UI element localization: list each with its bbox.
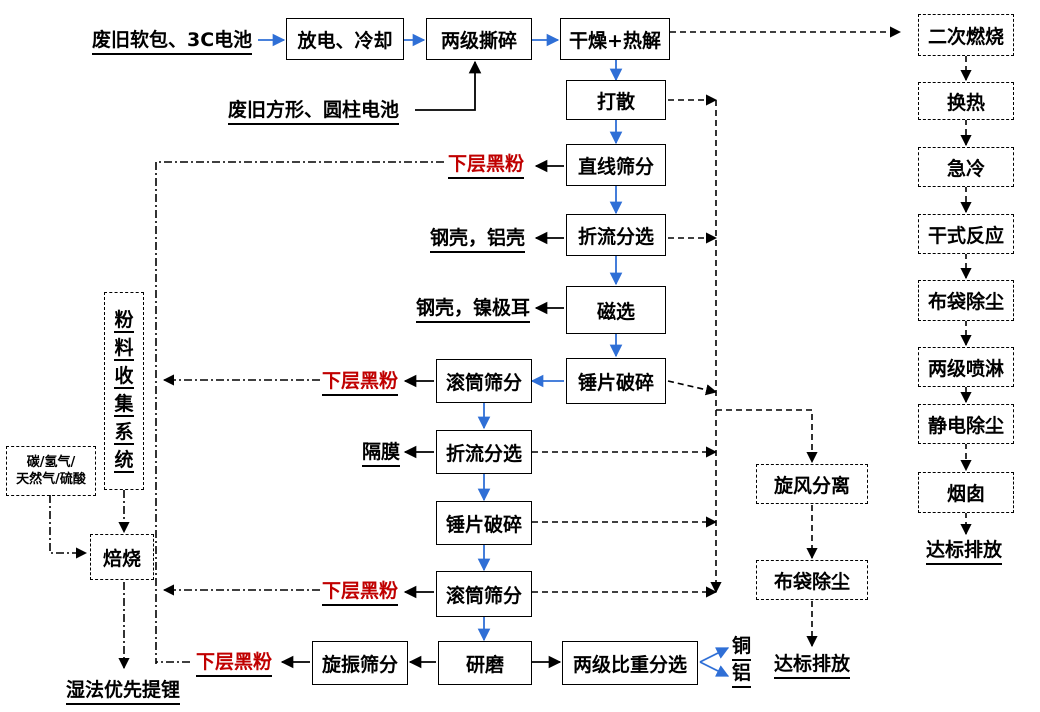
input-prismatic-batteries: 废旧方形、圆柱电池 <box>228 98 400 125</box>
output-shells-tabs: 钢壳，镍极耳 <box>416 296 531 323</box>
step-roasting: 焙烧 <box>90 534 154 580</box>
step-grind: 研磨 <box>438 641 532 685</box>
step-zigzag-2: 折流分选 <box>436 430 532 474</box>
output-separator: 隔膜 <box>362 440 401 467</box>
output-wet-lithium-extraction: 湿法优先提锂 <box>66 678 181 705</box>
input-pouch-batteries: 废旧软包、3C电池 <box>92 28 253 55</box>
gas-electrostatic: 静电除尘 <box>918 404 1014 444</box>
gas-discharge: 达标排放 <box>926 538 1003 565</box>
output-black-powder-2: 下层黑粉 <box>322 369 399 396</box>
gas-two-stage-spray: 两级喷淋 <box>918 347 1014 387</box>
output-aluminum: 铝 <box>732 661 752 688</box>
step-drum-1: 滚筒筛分 <box>436 359 532 403</box>
step-disperse: 打散 <box>566 80 666 120</box>
step-dry-pyrolysis: 干燥+热解 <box>560 18 670 60</box>
output-black-powder-3: 下层黑粉 <box>322 579 399 606</box>
output-black-powder-1: 下层黑粉 <box>448 152 525 179</box>
powder-collection-system: 粉 料 收 集 系 统 <box>104 292 144 490</box>
gas-dry-reaction: 干式反应 <box>918 214 1014 254</box>
output-black-powder-4: 下层黑粉 <box>196 650 273 677</box>
reagents-line-2: 天然气/硫酸 <box>16 472 86 487</box>
step-discharge-cooling: 放电、冷却 <box>286 18 404 60</box>
gas-quench: 急冷 <box>918 147 1014 187</box>
gas-chimney: 烟囱 <box>918 472 1014 513</box>
gas-heat-exchange: 换热 <box>918 82 1014 120</box>
step-magnetic: 磁选 <box>566 286 666 334</box>
step-hammer-2: 锤片破碎 <box>436 501 532 545</box>
dust-discharge: 达标排放 <box>774 652 851 679</box>
step-zigzag-1: 折流分选 <box>566 214 666 256</box>
step-linear-screen: 直线筛分 <box>566 144 666 186</box>
step-vibrating-screen: 旋振筛分 <box>312 641 408 685</box>
reagents-line-1: 碳/氢气/ <box>26 455 76 470</box>
step-two-stage-shred: 两级撕碎 <box>426 18 532 60</box>
gas-secondary-combustion: 二次燃烧 <box>918 14 1014 56</box>
reagents-box: 碳/氢气/ 天然气/硫酸 <box>6 446 96 496</box>
output-copper: 铜 <box>732 634 752 661</box>
output-metals: 铜 铝 <box>732 634 752 688</box>
dust-cyclone: 旋风分离 <box>756 464 868 504</box>
step-hammer-1: 锤片破碎 <box>566 358 666 404</box>
step-drum-2: 滚筒筛分 <box>436 571 532 617</box>
step-gravity-separation: 两级比重分选 <box>562 641 698 685</box>
output-shells: 钢壳，铝壳 <box>430 226 526 253</box>
gas-bag-filter: 布袋除尘 <box>918 280 1014 321</box>
dust-bag-filter: 布袋除尘 <box>756 560 868 600</box>
